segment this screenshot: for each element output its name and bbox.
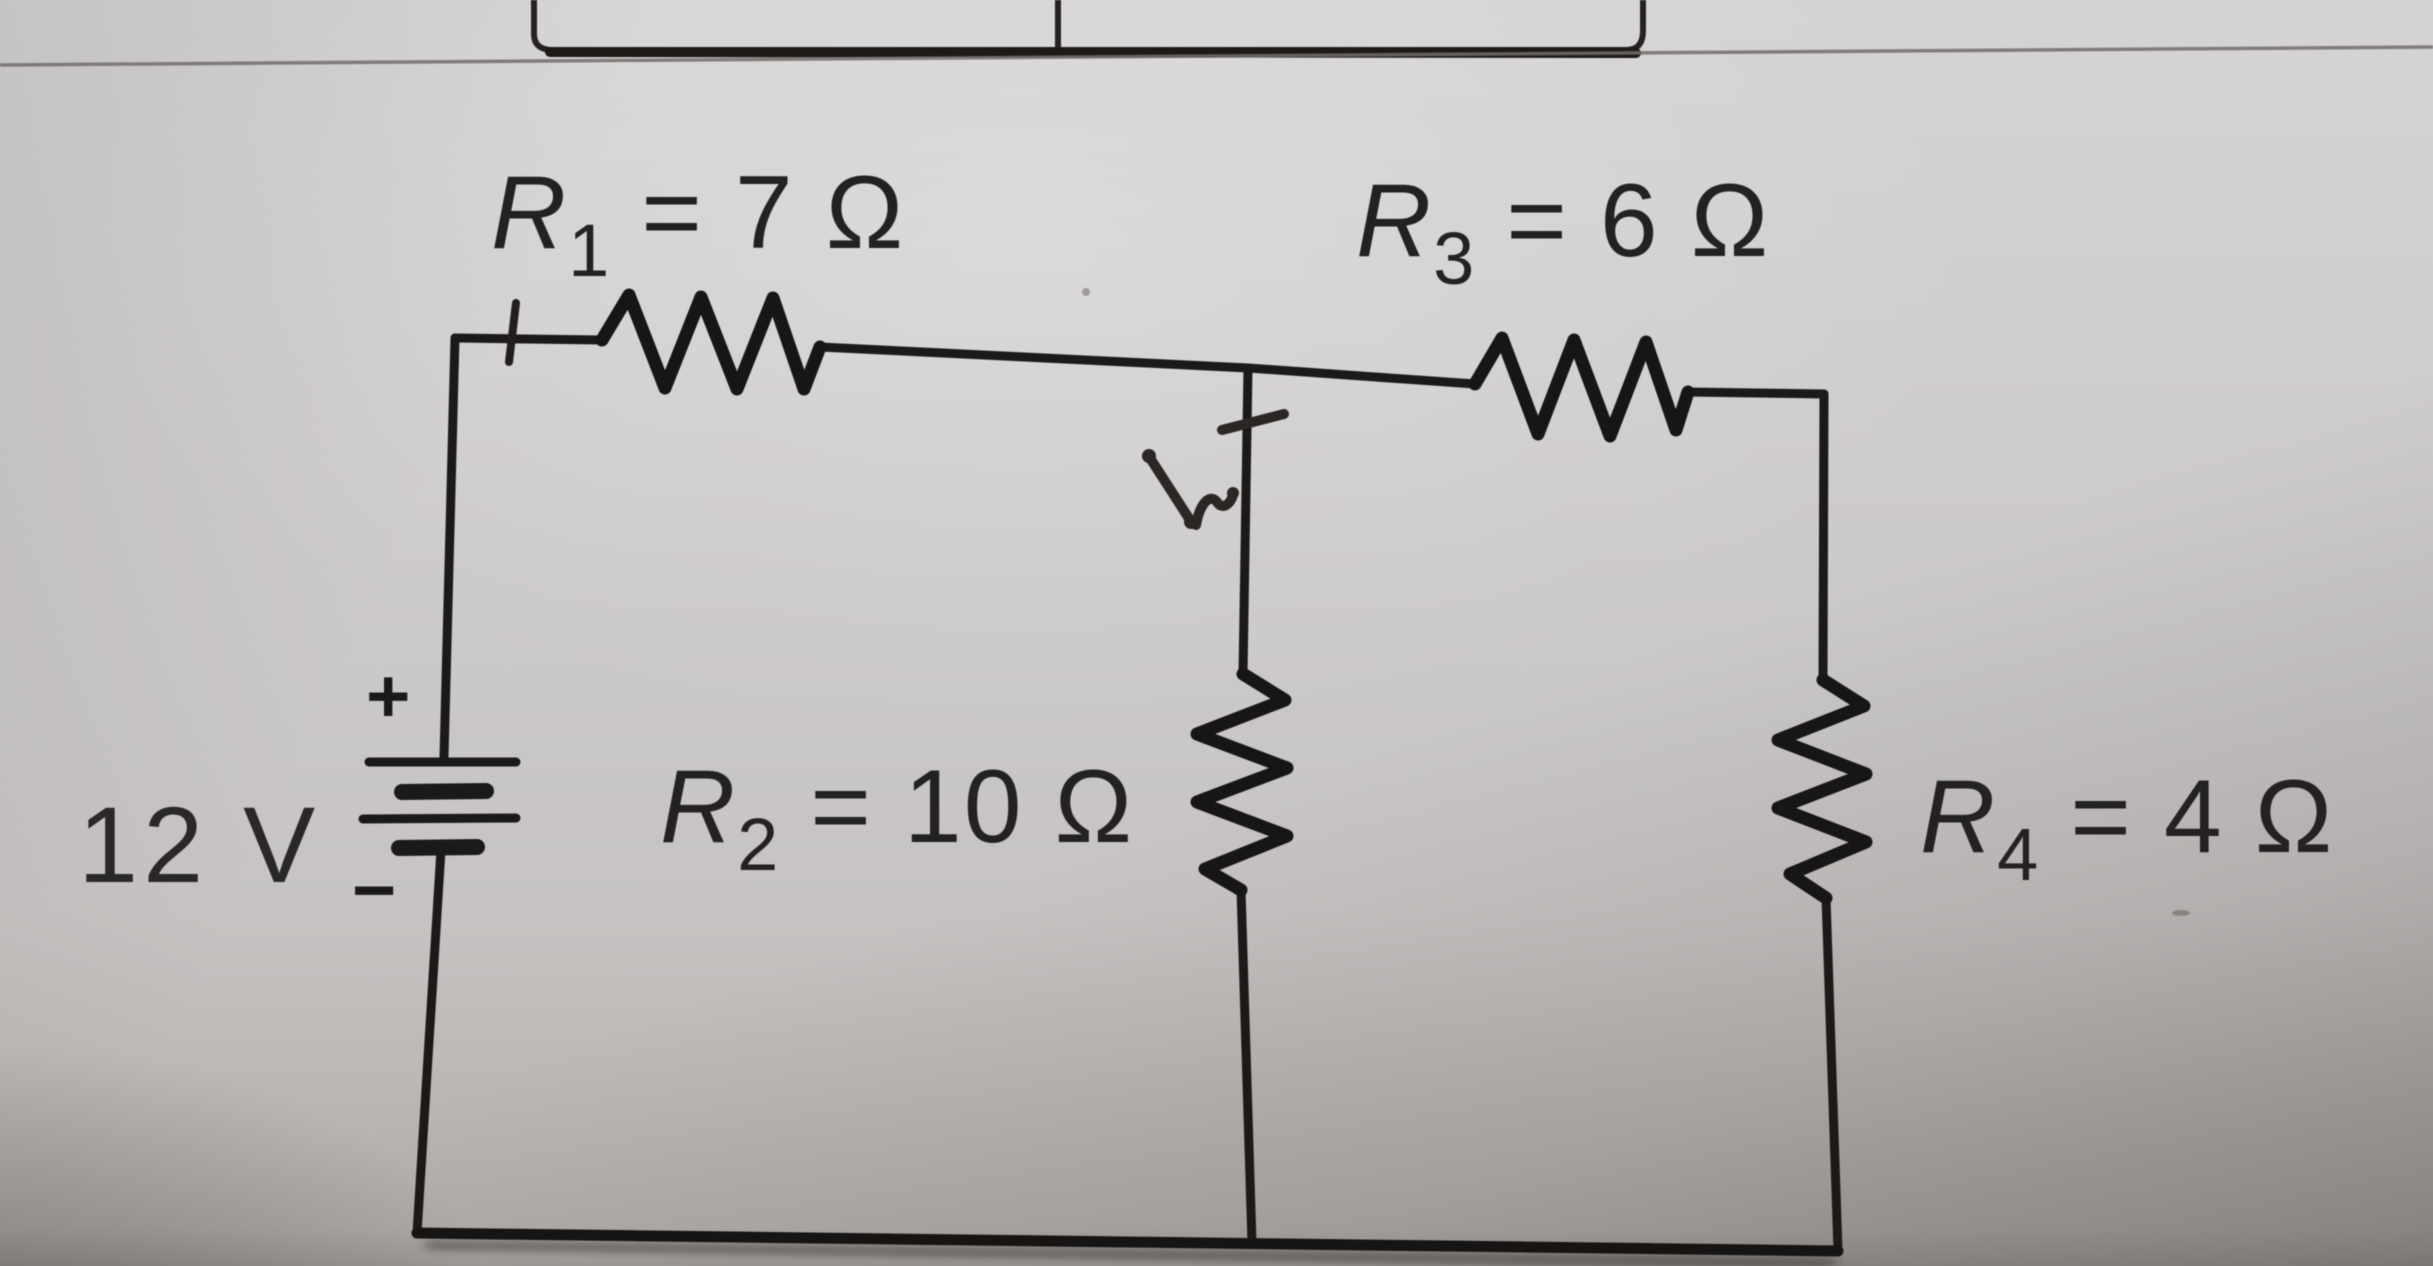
battery-plate-short-1 bbox=[394, 783, 494, 800]
top-right-wire-left bbox=[1243, 363, 1480, 389]
bottom-wire-shadow bbox=[424, 1239, 1836, 1266]
left-branch-wire-upper bbox=[439, 333, 460, 762]
plus-tick-top-left-wire bbox=[505, 299, 520, 366]
top-left-wire bbox=[450, 333, 607, 345]
battery: + − bbox=[352, 654, 521, 933]
battery-plate-long-2 bbox=[358, 813, 521, 824]
circuit-wires bbox=[411, 333, 1844, 1266]
pen-squiggle bbox=[1191, 490, 1238, 530]
right-branch-wire-upper bbox=[1818, 389, 1829, 685]
dust-speck-2 bbox=[2172, 910, 2190, 916]
top-answer-boxes bbox=[0, 0, 2433, 67]
plus-mark-middle-branch bbox=[1217, 409, 1289, 435]
label-r3: R3= 6 Ω bbox=[1356, 163, 1770, 300]
label-r4: R4= 4 Ω bbox=[1920, 759, 2334, 896]
handwritten-marks bbox=[505, 288, 2190, 916]
resistor-r2-symbol bbox=[1190, 667, 1294, 897]
label-source-voltage: 12 V bbox=[78, 784, 320, 905]
resistors bbox=[595, 288, 1873, 905]
top-right-wire-right bbox=[1683, 387, 1829, 399]
label-r2: R2= 10 Ω bbox=[660, 749, 1134, 886]
battery-plus-sign: + bbox=[366, 654, 410, 739]
resistor-r3-symbol bbox=[1468, 331, 1695, 443]
top-middle-wire bbox=[815, 342, 1253, 373]
battery-minus-sign: − bbox=[352, 848, 396, 933]
middle-branch-wire-lower bbox=[1236, 885, 1257, 1248]
middle-branch-wire-upper bbox=[1238, 363, 1253, 679]
resistor-r1-symbol bbox=[595, 288, 827, 396]
pen-stroke-dot-top bbox=[1142, 449, 1156, 463]
battery-plate-short-2 bbox=[391, 839, 485, 856]
pen-stroke-diagonal bbox=[1145, 453, 1195, 525]
left-branch-wire-lower bbox=[412, 845, 446, 1238]
right-branch-wire-lower bbox=[1821, 893, 1843, 1255]
page-rule-line bbox=[0, 45, 2433, 67]
label-r1: R1= 7 Ω bbox=[491, 155, 905, 292]
bottom-wire bbox=[411, 1227, 1844, 1257]
answer-box-outline bbox=[531, 0, 1646, 53]
resistor-r4-symbol bbox=[1771, 673, 1873, 905]
dust-speck-1 bbox=[1082, 288, 1090, 296]
pen-squiggle-dot bbox=[1227, 487, 1239, 499]
labels: R1= 7 Ω R3= 6 Ω R2= 10 Ω R4= 4 Ω 12 V bbox=[78, 155, 2334, 905]
